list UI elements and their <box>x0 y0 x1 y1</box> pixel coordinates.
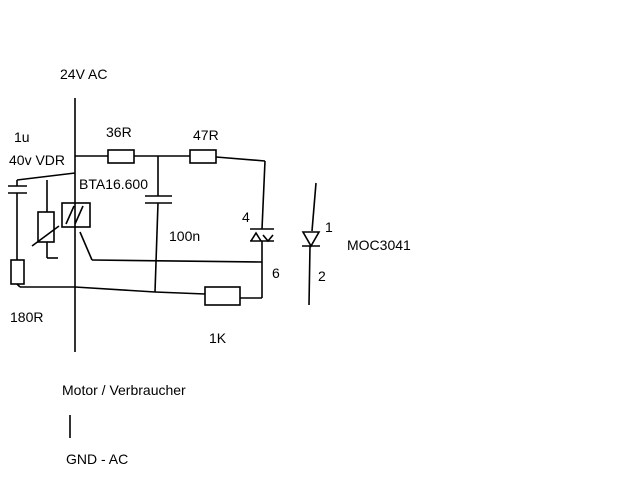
r180-label: 180R <box>10 309 44 325</box>
bottom-wire-left <box>74 286 156 293</box>
resistor-1k <box>204 286 241 306</box>
triac-label: BTA16.600 <box>79 176 149 192</box>
cap-1u-label: 1u <box>14 129 30 145</box>
vdr-symbol <box>31 180 60 259</box>
ground-label: GND - AC <box>66 451 129 467</box>
opto-pin1-label: 1 <box>325 219 333 235</box>
cap-100n-wire-bottom <box>154 202 159 293</box>
opto-led-wire-bottom <box>308 245 311 306</box>
load-label: Motor / Verbraucher <box>62 382 186 398</box>
resistor-180r <box>10 259 25 285</box>
supply-label: 24V AC <box>60 66 108 82</box>
opto-pin4-wire <box>261 160 266 230</box>
gate-wire-diagonal <box>79 231 93 261</box>
top-wire-right <box>215 156 266 162</box>
bottom-wire-middle <box>154 291 206 295</box>
resistor-47r <box>189 149 217 164</box>
r36-label: 36R <box>106 124 132 140</box>
opto-triac-symbol <box>250 228 274 243</box>
opto-pin4-label: 4 <box>242 209 250 225</box>
resistor-180r-wire <box>16 283 21 288</box>
cap-100n-label: 100n <box>169 228 201 244</box>
triac-symbol <box>61 202 91 228</box>
opto-label: MOC3041 <box>347 237 411 253</box>
r1k-label: 1K <box>209 330 227 346</box>
r47-label: 47R <box>193 127 219 143</box>
resistor-36r <box>107 149 135 164</box>
opto-pin2-label: 2 <box>318 268 326 284</box>
opto-led-symbol <box>301 231 321 248</box>
vdr-label: 40v VDR <box>9 152 66 168</box>
opto-pin6-label: 6 <box>272 265 280 281</box>
gate-wire-horizontal <box>91 259 263 263</box>
opto-led-wire-top <box>311 182 317 232</box>
snubber-top-wire <box>16 172 76 181</box>
